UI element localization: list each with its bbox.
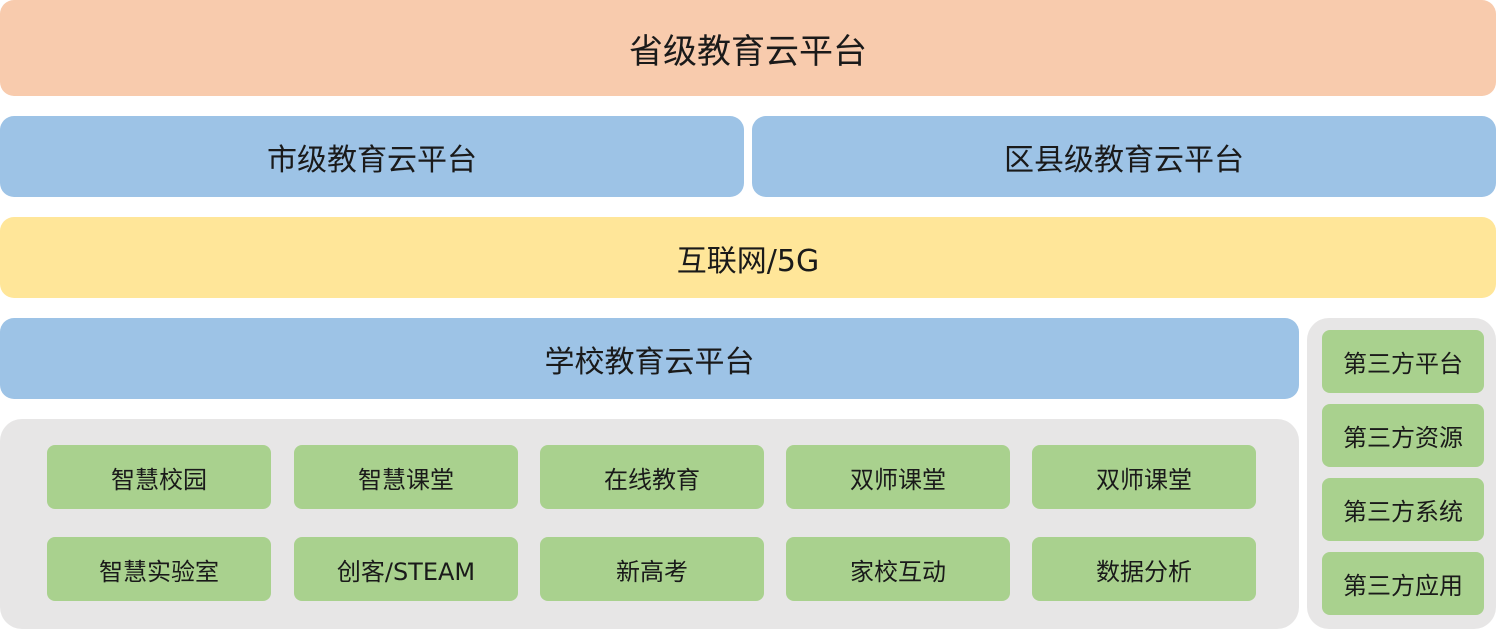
- app-data-analysis: 数据分析: [1032, 537, 1256, 601]
- app-smart-lab: 智慧实验室: [47, 537, 271, 601]
- app-new-gaokao: 新高考: [540, 537, 764, 601]
- school-cloud-platform: 学校教育云平台: [0, 318, 1299, 399]
- third-party-system: 第三方系统: [1322, 478, 1484, 541]
- third-party-platform: 第三方平台: [1322, 330, 1484, 393]
- app-smart-classroom: 智慧课堂: [294, 445, 518, 509]
- app-online-education: 在线教育: [540, 445, 764, 509]
- internet-5g-layer: 互联网/5G: [0, 217, 1496, 298]
- app-smart-campus: 智慧校园: [47, 445, 271, 509]
- app-dual-teacher-classroom-2: 双师课堂: [1032, 445, 1256, 509]
- third-party-resources: 第三方资源: [1322, 404, 1484, 467]
- app-dual-teacher-classroom: 双师课堂: [786, 445, 1010, 509]
- app-home-school-interaction: 家校互动: [786, 537, 1010, 601]
- city-cloud-platform: 市级教育云平台: [0, 116, 744, 197]
- third-party-application: 第三方应用: [1322, 552, 1484, 615]
- app-maker-steam: 创客/STEAM: [294, 537, 518, 601]
- province-cloud-platform: 省级教育云平台: [0, 0, 1496, 96]
- district-cloud-platform: 区县级教育云平台: [752, 116, 1496, 197]
